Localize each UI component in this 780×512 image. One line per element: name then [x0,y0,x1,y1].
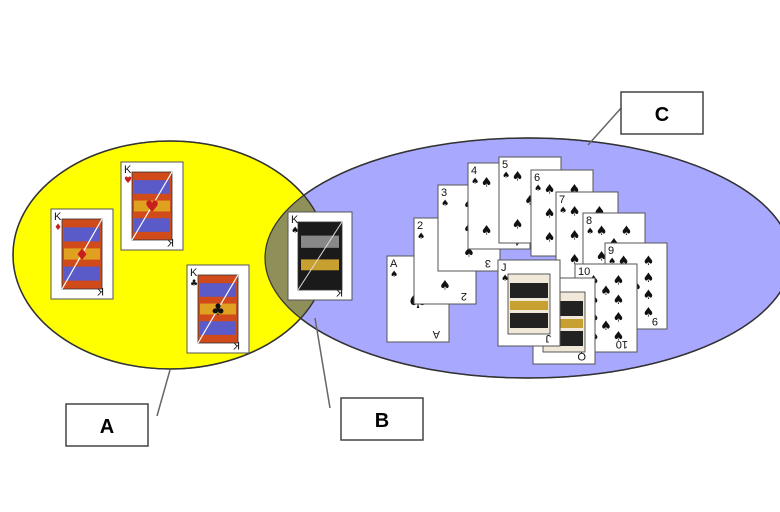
label-c-leader [587,106,623,146]
card-rank-corner: 10 [616,338,628,350]
card-pip: ♠ [643,271,655,286]
card-suit: ♠ [441,199,449,209]
label-b-leader [314,317,331,409]
set-a-card: K♥K♥ [120,161,184,251]
card-pip: ♠ [569,253,581,268]
card-pip: ♠ [613,273,625,288]
card-rank-corner: 9 [652,315,658,327]
label-b-box: B [340,397,424,441]
card-suit: ♠ [608,257,616,267]
label-a-box: A [65,403,149,447]
card-pip: ♠ [569,182,581,197]
card-pip: ♠ [643,305,655,320]
card-suit: ♠ [501,274,509,284]
card-pip: ♠ [569,204,581,219]
card-suit: ♠ [586,227,594,237]
card-pip: ♠ [596,224,608,239]
card-center-suit: ♦ [75,245,89,264]
card-suit: ♠ [291,226,299,236]
card-pip: ♠ [643,254,655,269]
card-pip: ♠ [524,194,536,209]
card-pip: ♠ [481,175,493,190]
card-pip: ♠ [463,246,475,261]
card-rank: 10 [578,266,590,278]
card-pip: ♠ [613,310,625,325]
card-rank: 4 [471,165,477,177]
label-c: C [655,104,669,126]
card-suit: ♠ [417,232,425,242]
card-rank-corner: Q [577,350,586,362]
card-suit: ♠ [471,177,479,187]
set-a-card: K♣K♣ [186,264,250,354]
card-pip: ♠ [596,250,608,265]
card-rank-corner: 2 [461,290,467,302]
card-rank: K [190,267,198,279]
card-pip: ♠ [439,279,451,294]
card-suit: ♠ [559,206,567,216]
card-center-suit: ♣ [211,300,225,319]
card-pip: ♠ [512,218,524,233]
card-rank: 6 [534,172,540,184]
card-rank: K [124,164,132,176]
card-rank-corner: K [166,236,174,248]
card-rank: 2 [417,220,423,232]
card-pip: ♠ [600,319,612,334]
card-pip: ♠ [643,288,655,303]
set-c-card: J♠J [497,259,561,347]
card-rank: 7 [559,194,565,206]
card-rank: 8 [586,215,592,227]
card-suit: ♥ [124,176,132,186]
label-a: A [100,416,114,438]
card-pip: ♠ [544,182,556,197]
intersection-card: K♠K [287,211,353,301]
card-suit: ♠ [534,184,542,194]
label-a-leader [156,369,171,417]
label-c-box: C [620,91,704,135]
card-rank: 9 [608,245,614,257]
card-suit: ♣ [190,279,198,289]
card-rank: K [54,211,62,223]
card-rank: A [390,258,398,270]
set-a-cards: K♦K♦K♥K♥K♣K♣ [50,161,250,354]
card-pip: ♠ [600,284,612,299]
card-rank-corner: K [232,339,240,351]
label-b: B [375,410,389,432]
set-a-card: K♦K♦ [50,208,114,300]
card-pip: ♠ [481,224,493,239]
card-pip: ♠ [544,231,556,246]
card-pip: ♠ [594,204,606,219]
card-rank-corner: A [432,328,440,340]
card-rank: J [501,262,507,274]
card-rank-corner: J [546,332,552,344]
card-pip: ♠ [613,330,625,345]
card-suit: ♠ [502,171,510,181]
card-rank-corner: K [96,285,104,297]
card-pip: ♠ [618,254,630,269]
card-rank: K [291,214,299,226]
card-pip: ♠ [512,169,524,184]
card-suit: ♠ [390,270,398,280]
card-pip: ♠ [613,293,625,308]
card-pip: ♠ [569,229,581,244]
card-rank-corner: 3 [485,257,491,269]
card-center-suit: ♥ [145,197,159,216]
card-rank: 5 [502,159,508,171]
card-rank-corner: K [335,286,343,298]
card-pip: ♠ [621,224,633,239]
intersection-cards: K♠K [287,211,353,301]
card-suit: ♦ [54,223,62,233]
set-c-cards: A♠A♠2♠2♠♠3♠3♠♠♠4♠4♠♠♠♠5♠5♠♠♠♠♠6♠6♠♠♠♠♠♠7… [386,156,668,365]
card-rank: 3 [441,187,447,199]
card-pip: ♠ [544,207,556,222]
